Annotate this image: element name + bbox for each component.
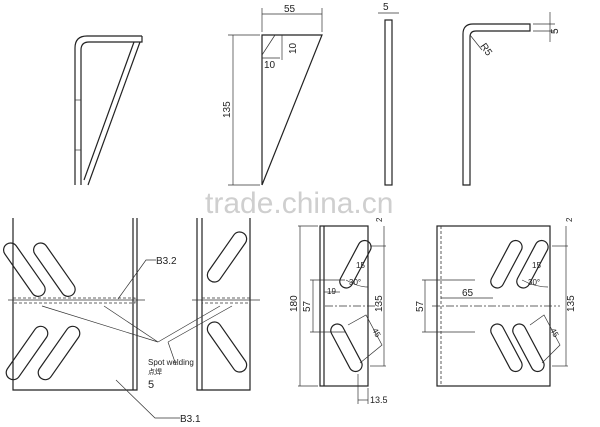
plate-a-view: 180 57 19 15 30° 45 135 2 13.5 bbox=[289, 217, 388, 405]
plate-a-top-margin: 2 bbox=[375, 217, 384, 222]
assembly-view: B3.2 Spot welding 点焊 5 B3.1 bbox=[3, 218, 260, 425]
bracket-side-view bbox=[74, 35, 143, 186]
dim-height: 135 bbox=[222, 101, 233, 118]
plate-a-slot-angle: 30° bbox=[349, 278, 361, 287]
plate-a-slot-offset: 19 bbox=[327, 287, 336, 296]
plate-a-edge-dim: 13.5 bbox=[370, 395, 388, 405]
label-b32: B3.2 bbox=[156, 256, 177, 267]
bend-radius: R5 bbox=[478, 41, 495, 58]
watermark: trade.china.cn bbox=[205, 187, 393, 220]
label-b31: B3.1 bbox=[180, 414, 201, 425]
plate-b-view: 57 65 15 30° 45 135 2 bbox=[415, 217, 577, 387]
dim-b: 10 bbox=[264, 60, 276, 71]
label-weld-size: 5 bbox=[148, 379, 154, 391]
dim-width: 55 bbox=[284, 4, 296, 15]
dim-a: 10 bbox=[288, 42, 299, 54]
plate-b-slot-span: 135 bbox=[566, 295, 577, 312]
plate-b-top-margin: 2 bbox=[565, 217, 574, 222]
plate-a-slot-span: 135 bbox=[374, 295, 385, 312]
bend-view: R5 5 bbox=[462, 12, 561, 186]
plate-b-slot-angle: 30° bbox=[528, 278, 540, 287]
plate-a-slot-width: 15 bbox=[356, 261, 365, 270]
plate-a-center-offset: 57 bbox=[302, 300, 313, 312]
plate-a-slot-length: 45 bbox=[370, 327, 382, 340]
gusset-view: 55 10 10 135 bbox=[222, 4, 323, 186]
label-spot-welding: Spot welding bbox=[148, 358, 194, 367]
dim-thickness: 5 bbox=[383, 2, 389, 13]
plate-b-slot-width: 15 bbox=[532, 261, 541, 270]
label-spot-welding-cn: 点焊 bbox=[148, 367, 162, 376]
plate-b-center-offset: 57 bbox=[415, 300, 426, 312]
plate-b-slot-position: 65 bbox=[462, 288, 474, 299]
bend-thickness: 5 bbox=[550, 28, 561, 34]
strip-view: 5 bbox=[378, 2, 399, 186]
plate-a-height: 180 bbox=[289, 295, 300, 312]
